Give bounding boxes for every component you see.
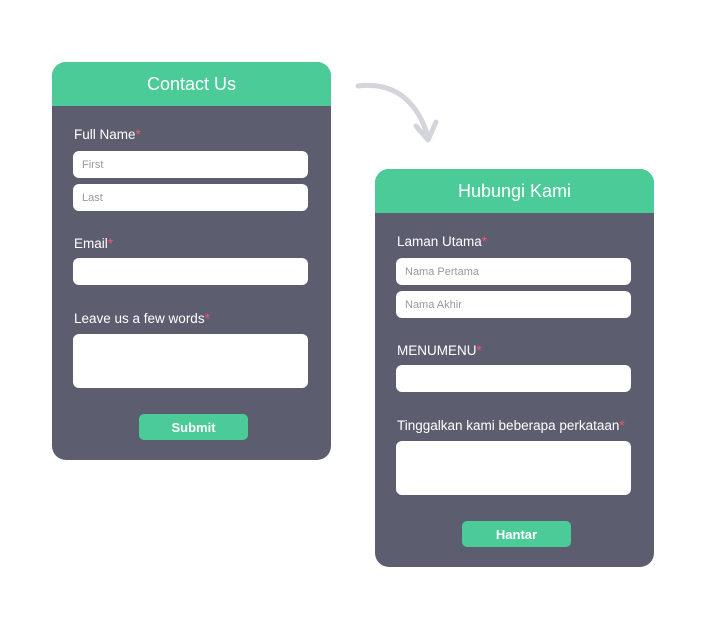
submit-button[interactable]: Hantar	[462, 521, 571, 547]
message-textarea[interactable]	[396, 441, 631, 495]
message-label: Tinggalkan kami beberapa perkataan*	[397, 418, 625, 433]
message-label: Leave us a few words*	[74, 311, 210, 326]
last-name-input[interactable]: Last	[73, 184, 308, 211]
arrow-icon	[355, 82, 439, 143]
first-name-input[interactable]: Nama Pertama	[396, 258, 631, 285]
message-textarea[interactable]	[73, 334, 308, 388]
email-input[interactable]	[396, 365, 631, 392]
email-input[interactable]	[73, 258, 308, 285]
last-name-input[interactable]: Nama Akhir	[396, 291, 631, 318]
form-title: Hubungi Kami	[375, 169, 654, 213]
form-title: Contact Us	[52, 62, 331, 106]
email-label: Email*	[74, 236, 114, 251]
first-name-input[interactable]: First	[73, 151, 308, 178]
contact-form-malay: Hubungi Kami Laman Utama* Nama Pertama N…	[375, 169, 654, 567]
full-name-label: Laman Utama*	[397, 234, 488, 249]
contact-form-english: Contact Us Full Name* First Last Email* …	[52, 62, 331, 460]
email-label: MENUMENU*	[397, 343, 482, 358]
full-name-label: Full Name*	[74, 127, 141, 142]
submit-button[interactable]: Submit	[139, 414, 248, 440]
